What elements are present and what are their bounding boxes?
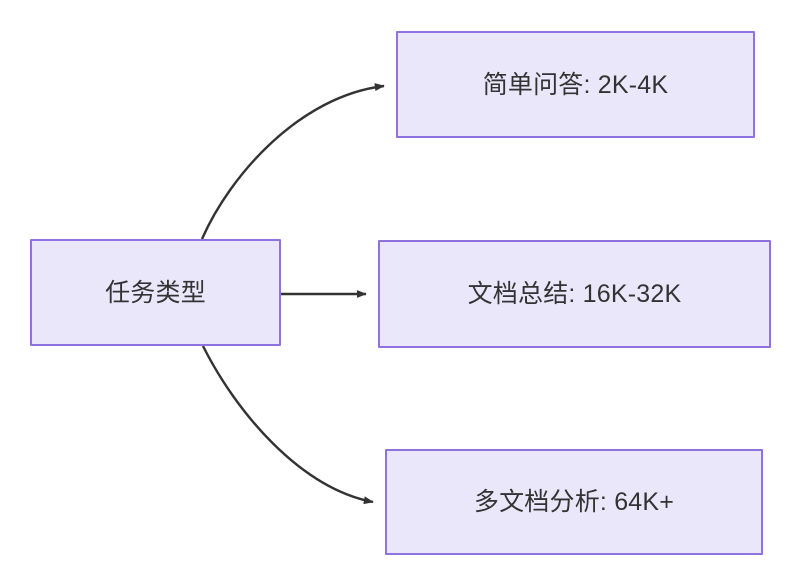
- node-simple-qa-label: 简单问答: 2K-4K: [482, 70, 669, 99]
- node-multi-doc-label: 多文档分析: 64K+: [473, 488, 675, 516]
- node-task-type-label: 任务类型: [105, 278, 206, 307]
- edge-to-multi-doc: [201, 345, 374, 505]
- edge-to-simple-qa: [200, 83, 385, 240]
- node-doc-summary-label: 文档总结: 16K-32K: [467, 280, 682, 308]
- node-simple-qa[interactable]: 简单问答: 2K-4K: [396, 31, 755, 138]
- node-doc-summary[interactable]: 文档总结: 16K-32K: [378, 240, 771, 348]
- node-multi-doc[interactable]: 多文档分析: 64K+: [385, 449, 763, 555]
- node-task-type[interactable]: 任务类型: [30, 239, 281, 346]
